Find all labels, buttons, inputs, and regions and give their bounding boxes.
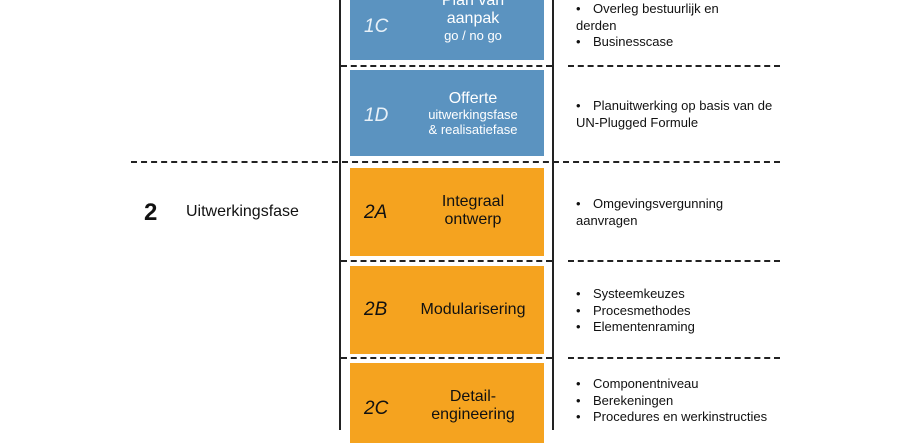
step-code: 2A: [364, 202, 388, 223]
bullet-item: Systeemkeuzes: [576, 286, 776, 303]
phase-number: 2: [144, 199, 158, 226]
bullet-list-2a: Omgevingsvergunning aanvragen: [576, 196, 746, 229]
step-box-1c: 1C Plan van aanpak go / no go: [350, 0, 544, 60]
bullet-list-2b: Systeemkeuzes Procesmethodes Elementenra…: [576, 286, 776, 336]
step-title: Offerte: [448, 90, 498, 107]
phase-name: Uitwerkingsfase: [186, 203, 299, 220]
row-divider: [568, 260, 780, 262]
step-title: engineering: [431, 406, 515, 424]
step-title: Detail-: [449, 388, 497, 405]
bullet-item: Omgevingsvergunning aanvragen: [576, 196, 746, 229]
left-vertical-line: [339, 0, 341, 430]
row-divider: [568, 65, 780, 67]
step-subtitle: & realisatiefase: [428, 122, 518, 138]
step-subtitle: go / no go: [444, 27, 502, 43]
bullet-item: Procesmethodes: [576, 303, 776, 320]
row-divider: [341, 260, 552, 262]
bullet-item: Elementenraming: [576, 319, 776, 336]
bullet-item: Berekeningen: [576, 393, 776, 410]
step-title: Integraal: [441, 193, 505, 210]
step-box-2a: 2A Integraal ontwerp: [350, 168, 544, 256]
right-vertical-line: [552, 0, 554, 430]
step-box-1d: 1D Offerte uitwerkingsfase & realisatief…: [350, 70, 544, 156]
bullet-list-1d: Planuitwerking op basis van de UN-Plugge…: [576, 98, 786, 131]
step-code: 2C: [364, 398, 389, 419]
step-subtitle: uitwerkingsfase: [428, 107, 518, 123]
step-title: Modularisering: [420, 301, 526, 318]
step-code: 1C: [364, 16, 389, 37]
row-divider: [341, 357, 552, 359]
bullet-list-1c: Overleg bestuurlijk en derden Businessca…: [576, 1, 736, 51]
phase-divider: [131, 161, 780, 163]
bullet-item: Businesscase: [576, 34, 736, 51]
bullet-list-2c: Componentniveau Berekeningen Procedures …: [576, 376, 776, 426]
step-title: Plan van: [441, 0, 505, 9]
step-code: 1D: [364, 105, 389, 126]
step-box-2b: 2B Modularisering: [350, 266, 544, 354]
row-divider: [341, 65, 552, 67]
bullet-item: Planuitwerking op basis van de UN-Plugge…: [576, 98, 786, 131]
step-title: aanpak: [446, 10, 500, 28]
row-divider: [568, 357, 780, 359]
bullet-item: Componentniveau: [576, 376, 776, 393]
bullet-item: Overleg bestuurlijk en derden: [576, 1, 736, 34]
step-box-2c: 2C Detail- engineering: [350, 363, 544, 443]
step-title: ontwerp: [444, 211, 502, 229]
bullet-item: Procedures en werkinstructies: [576, 409, 776, 426]
step-code: 2B: [364, 299, 388, 320]
